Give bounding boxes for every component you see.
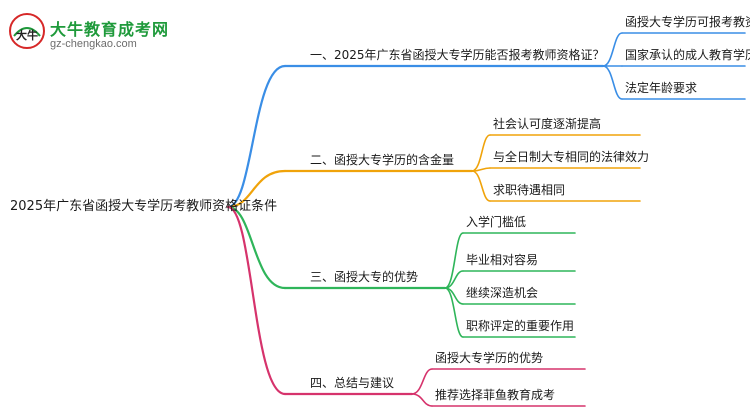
branch-node-1[interactable]: 一、2025年广东省函授大专学历能否报考教师资格证？ <box>310 48 605 62</box>
connector-line <box>226 205 287 290</box>
connector-line <box>226 169 287 209</box>
leaf-node-3-4[interactable]: 职称评定的重要作用 <box>466 319 575 333</box>
logo-title: 大牛教育成考网 <box>50 20 170 39</box>
leaf-node-4-1[interactable]: 函授大专学历的优势 <box>435 351 544 365</box>
leaf-node-2-1[interactable]: 社会认可度逐渐提高 <box>493 117 602 131</box>
logo-emblem-icon: 大牛 <box>9 13 45 49</box>
connector-line <box>226 64 287 209</box>
connector-line <box>411 393 433 407</box>
connector-line <box>471 134 491 172</box>
leaf-node-4-2[interactable]: 推荐选择菲鱼教育成考 <box>435 388 556 402</box>
leaf-node-3-2[interactable]: 毕业相对容易 <box>466 253 539 267</box>
root-node[interactable]: 2025年广东省函授大专学历考教师资格证条件 <box>10 199 278 214</box>
leaf-node-1-2[interactable]: 国家承认的成人教育学历 <box>625 48 750 62</box>
site-logo[interactable]: 大牛 大牛教育成考网 gz-chengkao.com <box>8 10 178 56</box>
connector-line <box>602 65 623 100</box>
leaf-node-1-1[interactable]: 函授大专学历可报考教资 <box>625 15 750 29</box>
leaf-node-3-3[interactable]: 继续深造机会 <box>466 286 539 300</box>
leaf-node-1-3[interactable]: 法定年龄要求 <box>625 81 698 95</box>
connector-line <box>444 287 464 338</box>
connector-line <box>226 205 287 396</box>
connector-line <box>444 232 464 289</box>
connector-line <box>471 170 491 202</box>
connector-line <box>602 32 623 67</box>
connector-line <box>411 368 433 395</box>
leaf-node-2-3[interactable]: 求职待遇相同 <box>493 183 566 197</box>
branch-node-3[interactable]: 三、函授大专的优势 <box>310 270 419 284</box>
leaf-node-3-1[interactable]: 入学门槛低 <box>466 215 527 229</box>
leaf-node-2-2[interactable]: 与全日制大专相同的法律效力 <box>493 150 650 164</box>
logo-url: gz-chengkao.com <box>50 38 137 50</box>
logo-mark-text: 大牛 <box>16 28 38 42</box>
branch-node-2[interactable]: 二、函授大专学历的含金量 <box>310 153 455 167</box>
branch-node-4[interactable]: 四、总结与建议 <box>310 376 395 390</box>
